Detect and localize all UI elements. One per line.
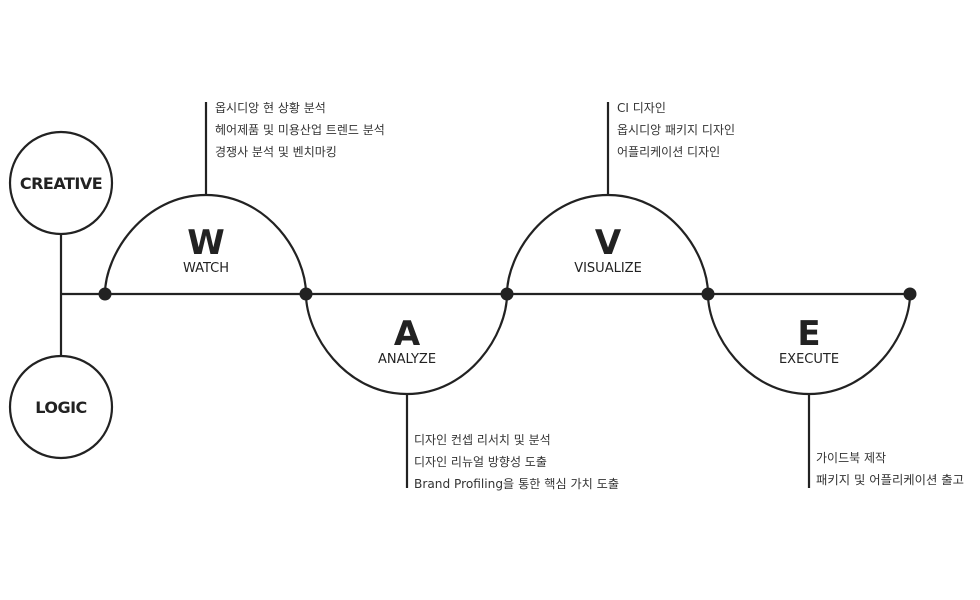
watch-word: WATCH — [183, 261, 229, 276]
watch-item: 헤어제품 및 미용산업 트렌드 분석 — [215, 123, 385, 137]
analyze-item: 디자인 컨셉 리서치 및 분석 — [414, 433, 551, 447]
visualize-letter: V — [595, 223, 622, 263]
creative-label: CREATIVE — [20, 174, 102, 193]
axis-dot-3 — [500, 287, 514, 301]
analyze-letter: A — [394, 314, 421, 354]
watch-letter: W — [187, 223, 225, 263]
visualize-item: 어플리케이션 디자인 — [617, 145, 720, 159]
axis-dot-1 — [98, 287, 112, 301]
execute-item: 가이드북 제작 — [816, 451, 886, 465]
axis-dot-4 — [701, 287, 715, 301]
visualize-word: VISUALIZE — [574, 261, 642, 276]
watch-item: 경쟁사 분석 및 벤치마킹 — [215, 145, 337, 159]
execute-letter: E — [797, 314, 820, 354]
analyze-item: 디자인 리뉴얼 방향성 도출 — [414, 455, 547, 469]
analyze-item: Brand Profiling을 통한 핵심 가치 도출 — [414, 477, 619, 491]
axis-dot-5 — [903, 287, 917, 301]
execute-item: 패키지 및 어플리케이션 출고 — [816, 473, 964, 487]
execute-word: EXECUTE — [779, 352, 839, 367]
logic-label: LOGIC — [35, 398, 87, 417]
visualize-item: 옵시디앙 패키지 디자인 — [617, 123, 735, 137]
analyze-word: ANALYZE — [378, 352, 436, 367]
creative-node — [8, 130, 114, 236]
watch-item: 옵시디앙 현 상황 분석 — [215, 101, 326, 115]
visualize-item: CI 디자인 — [617, 101, 666, 115]
logic-node — [8, 354, 114, 460]
axis-dot-2 — [299, 287, 313, 301]
